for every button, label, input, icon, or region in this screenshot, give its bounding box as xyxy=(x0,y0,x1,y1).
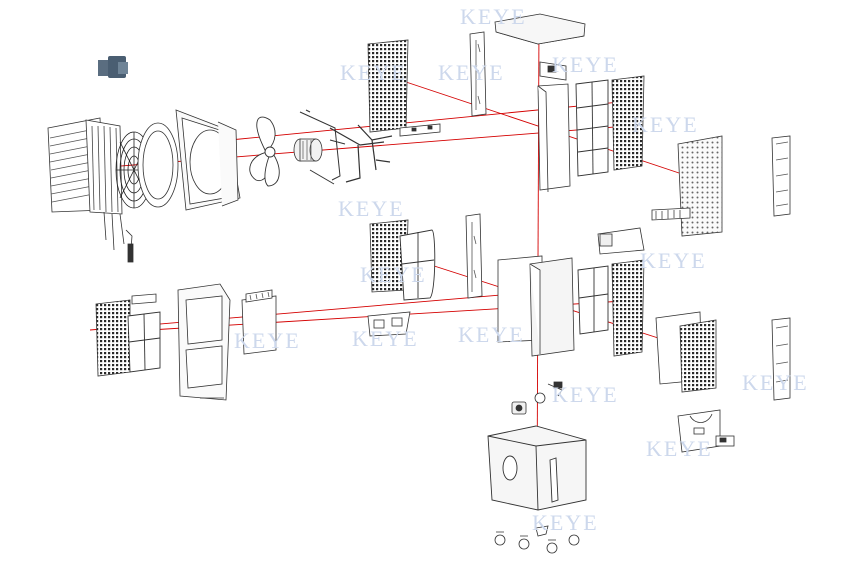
motor-bracket xyxy=(299,109,346,185)
fan-ring xyxy=(137,122,179,208)
honeycomb-grid-top xyxy=(611,75,645,171)
middle-grid xyxy=(577,265,609,335)
side-rail-middle xyxy=(465,213,483,299)
top-latch xyxy=(131,293,157,305)
condenser-coil xyxy=(47,117,134,263)
front-left-grid xyxy=(95,299,131,377)
front-left-frame xyxy=(127,311,161,373)
water-pump xyxy=(511,401,527,415)
top-clip xyxy=(539,61,567,81)
top-cover xyxy=(494,13,586,45)
control-panel xyxy=(677,409,735,453)
top-mesh-filter xyxy=(367,39,409,133)
mounting-frame xyxy=(329,124,393,183)
side-louver-top xyxy=(771,135,791,217)
water-tank xyxy=(487,425,587,511)
casters xyxy=(494,525,580,554)
middle-bracket xyxy=(367,311,411,337)
propeller-fan xyxy=(249,116,280,187)
front-housing xyxy=(177,283,231,401)
middle-box xyxy=(497,255,575,357)
middle-duct xyxy=(597,227,645,255)
rear-mesh-middle xyxy=(655,311,717,393)
rear-grid-top xyxy=(651,135,723,237)
fan-motor xyxy=(293,138,323,162)
water-tray-top xyxy=(537,83,571,193)
cooling-pad xyxy=(241,289,277,355)
pad-frame-top xyxy=(575,79,609,177)
top-mesh-strip xyxy=(399,123,441,137)
middle-frame xyxy=(399,229,436,301)
side-louver-middle xyxy=(771,317,791,401)
middle-honeycomb xyxy=(611,259,645,357)
side-rail-top xyxy=(469,31,487,117)
float-valve xyxy=(534,381,563,404)
fan-shroud xyxy=(175,109,241,211)
plug xyxy=(98,56,128,78)
